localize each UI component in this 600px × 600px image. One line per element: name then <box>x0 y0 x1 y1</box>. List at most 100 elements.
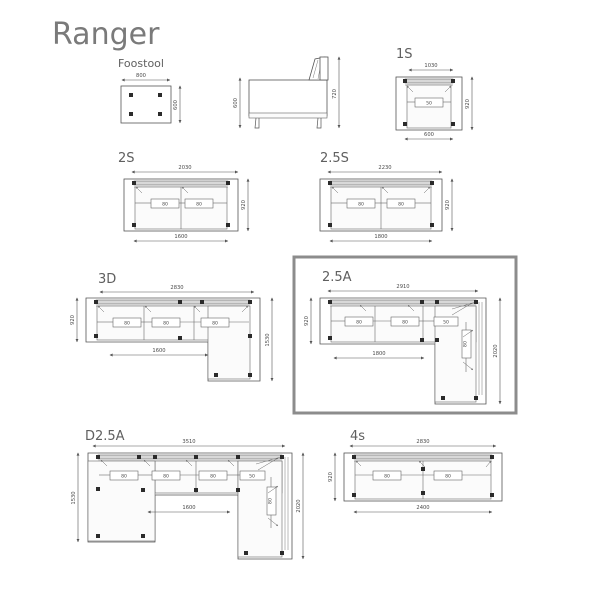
cushion-label: 80 <box>210 474 216 480</box>
model-label-2_5a: 2.5A <box>322 270 352 285</box>
dim-2s-width: 2030 <box>178 165 191 171</box>
foot-marker <box>421 467 425 471</box>
dim-4s-seat: 2400 <box>416 505 429 511</box>
dim-4s-depth: 920 <box>328 472 334 482</box>
foot-marker <box>451 79 455 83</box>
foot-marker <box>435 338 439 342</box>
model-label-2_5s: 2.5S <box>320 151 349 166</box>
foot-marker <box>129 93 133 97</box>
model-4s: 4s 2830 80 80 920 2400 <box>328 429 503 514</box>
cushion-label: 80 <box>358 202 364 208</box>
highlight-box-2_5a <box>292 255 518 415</box>
foot-marker <box>244 551 248 555</box>
dim-3d-depth: 920 <box>70 315 76 325</box>
cushion-label: 80 <box>212 321 218 327</box>
foot-marker <box>194 455 198 459</box>
cushion-label: 80 <box>402 320 408 326</box>
dim-4s-width: 2830 <box>416 439 429 445</box>
dim-2_5s-seat: 1800 <box>374 234 387 240</box>
foot-marker <box>137 455 141 459</box>
foot-marker <box>96 534 100 538</box>
dim-3d-depth-chaise: 1530 <box>265 333 271 346</box>
dim-2s-depth: 920 <box>241 200 247 210</box>
foot-marker <box>441 396 445 400</box>
foot-marker <box>96 487 100 491</box>
model-side-elevation: 600 720 <box>233 56 341 129</box>
foot-marker <box>141 488 145 492</box>
foot-marker <box>352 455 356 459</box>
foot-marker <box>178 300 182 304</box>
foot-marker <box>248 373 252 377</box>
cushion-label: 80 <box>445 474 451 480</box>
dim-3d-width: 2830 <box>170 285 183 291</box>
foot-marker <box>490 493 494 497</box>
model-2s: 2S 2030 80 80 920 1600 <box>118 151 250 243</box>
cushion-label: 80 <box>384 474 390 480</box>
foot-marker <box>236 488 240 492</box>
foot-marker <box>132 223 136 227</box>
model-label-3d: 3D <box>98 272 116 287</box>
foot-marker <box>328 223 332 227</box>
foot-marker <box>194 488 198 492</box>
foot-marker <box>141 534 145 538</box>
foot-marker <box>430 181 434 185</box>
model-d2_5a: D2.5A 3510 80 80 80 80 50 <box>71 429 305 560</box>
dim-1s-width: 1030 <box>424 63 437 69</box>
cushion-label: 80 <box>356 320 362 326</box>
cushion-label-corner: 80 <box>268 498 274 504</box>
foot-marker <box>421 491 425 495</box>
dim-2_5a-depth: 920 <box>304 316 310 326</box>
dim-d2_5a-seat: 1600 <box>182 505 195 511</box>
dim-1s-seat: 600 <box>424 132 434 138</box>
foot-marker <box>226 181 230 185</box>
cushion-label: 80 <box>162 202 168 208</box>
foot-marker <box>280 551 284 555</box>
foot-marker <box>178 336 182 340</box>
page-title: Ranger <box>52 17 160 52</box>
model-label-1s: 1S <box>396 47 413 62</box>
foot-marker <box>328 181 332 185</box>
foot-marker <box>94 300 98 304</box>
foot-marker <box>158 112 162 116</box>
cushion-label: 80 <box>163 474 169 480</box>
cushion-label: 80 <box>163 321 169 327</box>
dim-3d-seat: 1600 <box>152 348 165 354</box>
foot-marker <box>94 334 98 338</box>
foot-marker <box>226 223 230 227</box>
dim-2_5a-width: 2910 <box>396 284 409 290</box>
dim-2_5s-width: 2230 <box>378 165 391 171</box>
foot-marker <box>129 112 133 116</box>
cushion-label: 80 <box>196 202 202 208</box>
model-label-4s: 4s <box>350 429 365 444</box>
model-2_5a: 2.5A 2910 80 80 80 50 <box>304 270 502 405</box>
foot-marker <box>430 223 434 227</box>
cushion-label: 50 <box>249 474 255 480</box>
dim-2_5s-depth: 920 <box>445 200 451 210</box>
dim-2_5a-depth-total: 2020 <box>493 344 499 357</box>
dim-footstool-width: 800 <box>136 73 146 79</box>
dim-2s-seat: 1600 <box>174 234 187 240</box>
dim-1s-depth: 920 <box>465 99 471 109</box>
foot-marker <box>474 300 478 304</box>
model-2_5s: 2.5S 2230 80 80 920 1800 <box>319 151 454 243</box>
foot-marker <box>153 455 157 459</box>
foot-marker <box>158 93 162 97</box>
dim-d2_5a-depth-left: 1530 <box>71 491 77 504</box>
dim-side-seat-height: 600 <box>233 98 239 108</box>
model-label-footstool: Foostool <box>118 57 164 70</box>
foot-marker <box>280 455 284 459</box>
dim-d2_5a-width: 3510 <box>182 439 195 445</box>
cushion-label: 50 <box>426 101 432 107</box>
model-footstool: Foostool 800 600 <box>118 57 182 124</box>
foot-marker <box>490 455 494 459</box>
foot-marker <box>420 300 424 304</box>
model-1s: 1S 1030 50 920 600 <box>395 47 474 141</box>
foot-marker <box>474 396 478 400</box>
dim-2_5a-seat: 1800 <box>372 351 385 357</box>
dim-d2_5a-depth-right: 2020 <box>296 499 302 512</box>
foot-marker <box>451 122 455 126</box>
foot-marker <box>236 455 240 459</box>
foot-marker <box>96 455 100 459</box>
foot-marker <box>328 300 332 304</box>
